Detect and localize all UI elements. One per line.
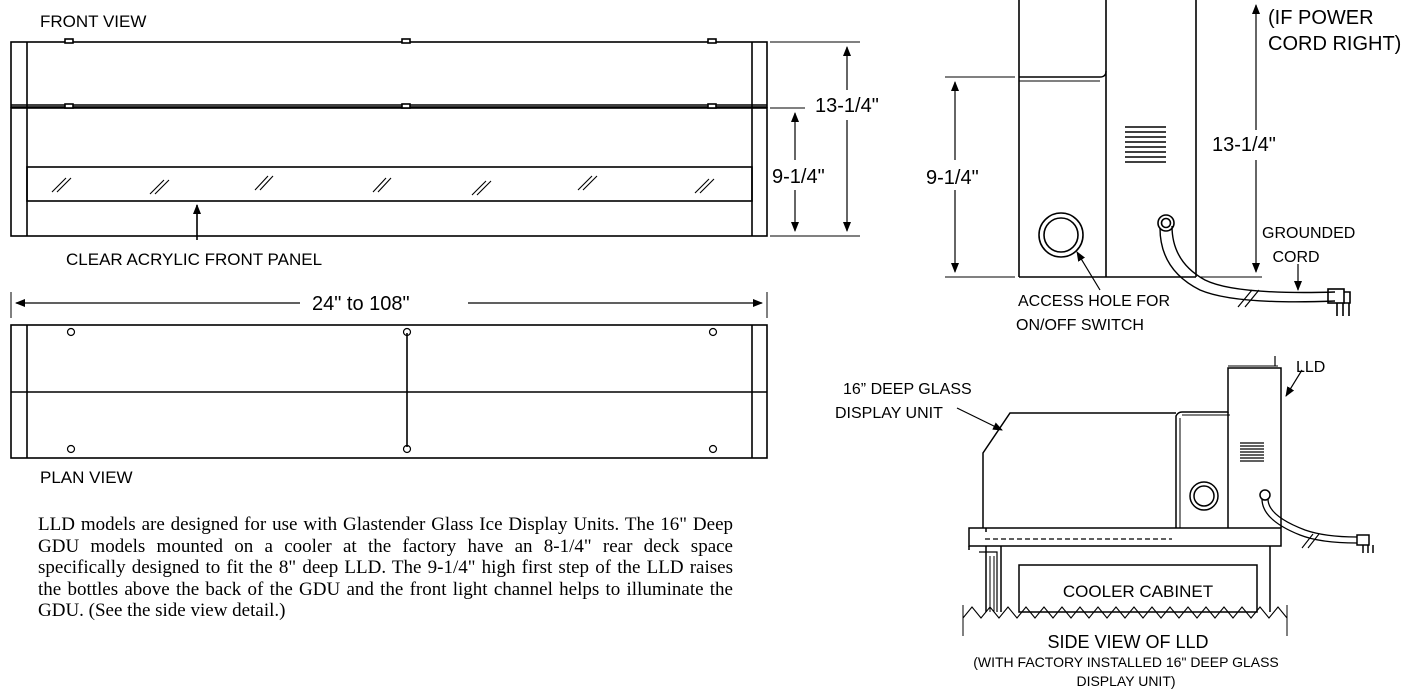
end-dim-total: 13-1/4" — [1212, 134, 1276, 156]
side-view-subtitle-line1: (WITH FACTORY INSTALLED 16" DEEP GLASS — [973, 654, 1279, 670]
front-view: FRONT VIEW CLEAR ACRYLIC FRONT PA — [10, 12, 860, 269]
plan-view-title: PLAN VIEW — [40, 468, 133, 487]
access-hole-line1: ACCESS HOLE FOR — [1018, 293, 1170, 310]
side-view — [956, 356, 1374, 636]
lld-unit — [1175, 367, 1282, 528]
cooler-cabinet-label: COOLER CABINET — [1063, 582, 1213, 601]
description-paragraph: LLD models are designed for use with Gla… — [38, 514, 733, 621]
access-hole-line2: ON/OFF SWITCH — [1016, 317, 1144, 334]
glass-display-unit — [982, 412, 1176, 528]
grounded-cord-line2: CORD — [1272, 249, 1319, 266]
gdu-label-line1: 16” DEEP GLASS — [843, 381, 972, 398]
front-dim-total: 13-1/4" — [815, 95, 879, 117]
cooler-deck — [968, 527, 1282, 547]
front-upper-section — [10, 41, 768, 108]
power-cord — [1159, 227, 1336, 303]
side-view-title: SIDE VIEW OF LLD — [1047, 632, 1208, 652]
end-dim-step: 9-1/4" — [926, 167, 979, 189]
front-lower-section — [10, 107, 768, 237]
vent-grille — [1125, 126, 1166, 163]
acrylic-front-panel — [26, 166, 753, 202]
gdu-label-line2: DISPLAY UNIT — [835, 405, 943, 422]
plan-view: PLAN VIEW — [10, 292, 768, 487]
grounded-cord-line1: GROUNDED — [1262, 225, 1355, 242]
cord-note-line1: (IF POWER — [1268, 7, 1374, 29]
front-view-title: FRONT VIEW — [40, 12, 146, 31]
panel-label: CLEAR ACRYLIC FRONT PANEL — [66, 250, 322, 269]
front-dim-step: 9-1/4" — [772, 166, 825, 188]
access-hole — [1038, 212, 1084, 258]
floor-break-line — [962, 606, 1288, 619]
glass-reflection-marks — [51, 175, 715, 196]
plan-length-dim: 24" to 108" — [312, 293, 410, 315]
lld-label: LLD — [1296, 359, 1325, 376]
cord-note-line2: CORD RIGHT) — [1268, 33, 1401, 55]
side-view-subtitle-line2: DISPLAY UNIT) — [1076, 673, 1175, 689]
